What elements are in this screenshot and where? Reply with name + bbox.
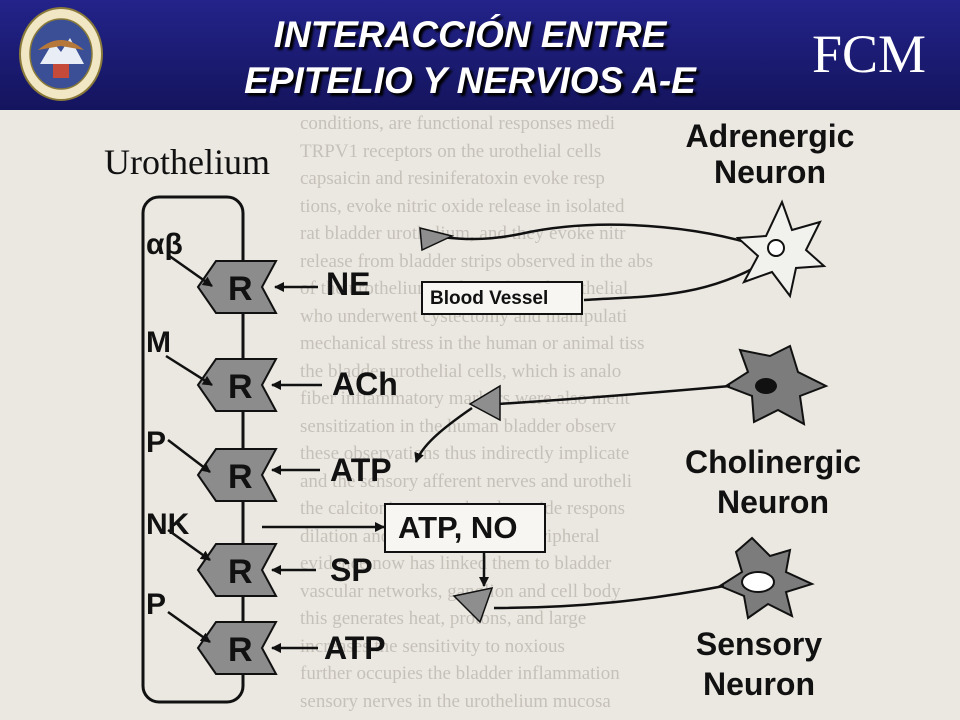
transmitter-ach: ACh: [332, 366, 398, 402]
fcm-logo: FCM: [812, 24, 926, 84]
receptor-label: R: [228, 553, 253, 591]
sensory-label-line2: Neuron: [703, 666, 815, 702]
receptor-shape: [196, 621, 278, 675]
transmitter-atp: ATP: [330, 452, 392, 488]
receptor-group: R R R R R: [196, 260, 278, 675]
background-text-line: TRPV1 receptors on the urothelial cells: [300, 140, 602, 162]
cell-label-p: P: [146, 426, 167, 459]
diagram-canvas: R R R R R: [141, 195, 829, 704]
adrenergic-to-vessel: [583, 260, 766, 302]
receptor-label: R: [228, 458, 253, 496]
arrow-p2-to-receptor: [167, 610, 211, 644]
arrow-ab-to-receptor: [167, 253, 213, 288]
urothelium-label: Urothelium: [104, 142, 270, 182]
blood-vessel-box: [421, 281, 583, 315]
background-text-line: vascular networks, ganglion and cell bod…: [300, 580, 621, 602]
background-text-line: release from bladder strips observed in …: [300, 250, 653, 272]
background-text-line: and the sensory afferent nerves and urot…: [300, 470, 633, 492]
receptor-shape: [196, 260, 278, 314]
receptor-label: R: [228, 368, 253, 406]
sensory-neuron-label: Sensory Neuron: [676, 624, 842, 704]
transmitter-ne: NE: [326, 266, 371, 302]
sensory-nucleus: [741, 571, 775, 593]
released-atp-no: ATP, NO: [398, 510, 518, 545]
adrenergic-neuron-label: Adrenergic Neuron: [672, 118, 868, 190]
cholinergic-nucleus: [755, 378, 777, 394]
adrenergic-terminal: [419, 227, 455, 252]
header-banner: INTERACCIÓN ENTRE EPITELIO Y NERVIOS A-E…: [0, 0, 960, 110]
atp-no-box: [384, 503, 546, 553]
cholinergic-branch: [414, 406, 473, 463]
sensory-terminal: [452, 586, 494, 624]
adrenergic-label-line1: Adrenergic: [685, 118, 855, 154]
university-seal-logo: [19, 7, 103, 101]
arrow-nk-to-receptor: [167, 528, 211, 562]
receptor-shape: [196, 543, 278, 597]
cholinergic-label-line1: Cholinergic: [684, 444, 861, 480]
background-text-line: increases the sensitivity to noxious: [300, 635, 565, 657]
background-text-line: further occupies the bladder inflammatio…: [300, 663, 620, 684]
cholinergic-axon: [497, 384, 731, 406]
background-text-line: evidence now has linked them to bladder: [300, 553, 612, 574]
cholinergic-neuron-label: Cholinergic Neuron: [668, 442, 878, 522]
background-text-line: sensitization in the human bladder obser…: [300, 415, 617, 437]
transmitter-atp-2: ATP: [324, 630, 386, 666]
adrenergic-label-line2: Neuron: [714, 154, 826, 190]
transmitter-sp: SP: [330, 552, 373, 588]
background-text-line: capsaicin and resiniferatoxin evoke resp: [300, 168, 605, 189]
cell-label-ab: αβ: [146, 228, 183, 261]
fcm-logo-text: FCM: [812, 24, 926, 84]
arrow-m-to-receptor: [165, 354, 213, 387]
background-text-line: this generates heat, protons, and large: [300, 608, 587, 629]
background-text-line: fiber inflammatory markers were also men…: [300, 388, 630, 409]
background-text-line: tions, evoke nitric oxide release in iso…: [300, 195, 625, 217]
background-text-line: sensory nerves in the urothelium mucosa: [300, 690, 611, 712]
sensory-axon: [493, 584, 725, 610]
adrenergic-axon: [425, 223, 766, 250]
cell-label-p2: P: [146, 588, 167, 621]
background-text-line: these observations thus indirectly impli…: [300, 443, 630, 464]
background-text-line: the bladder urothelial cells, which is a…: [300, 360, 622, 382]
sensory-label-line1: Sensory: [695, 626, 823, 662]
receptor-label: R: [228, 270, 253, 308]
title-line-2: EPITELIO Y NERVIOS A-E: [244, 60, 696, 101]
background-text-line: remaining cells from TRPV1 null mice: [300, 715, 960, 720]
adrenergic-nucleus: [767, 239, 785, 257]
receptor-shape: [196, 358, 278, 412]
receptor-shape: [196, 448, 278, 502]
blood-vessel-label: Blood Vessel: [430, 288, 549, 309]
slide-title: INTERACCIÓN ENTRE EPITELIO Y NERVIOS A-E: [120, 12, 820, 104]
background-text-line: mechanical stress in the human or animal…: [300, 333, 645, 354]
cholinergic-label-line2: Neuron: [717, 484, 829, 520]
scanned-figure-page: conditions, are functional responses med…: [0, 110, 960, 720]
cell-label-m: M: [146, 326, 171, 359]
arrow-p-to-receptor: [167, 439, 211, 473]
cell-label-nk: NK: [146, 508, 190, 541]
title-line-1: INTERACCIÓN ENTRE: [273, 14, 667, 55]
background-text-line: conditions, are functional responses med…: [300, 113, 616, 134]
cholinergic-terminal: [468, 384, 501, 422]
receptor-label: R: [228, 631, 253, 669]
